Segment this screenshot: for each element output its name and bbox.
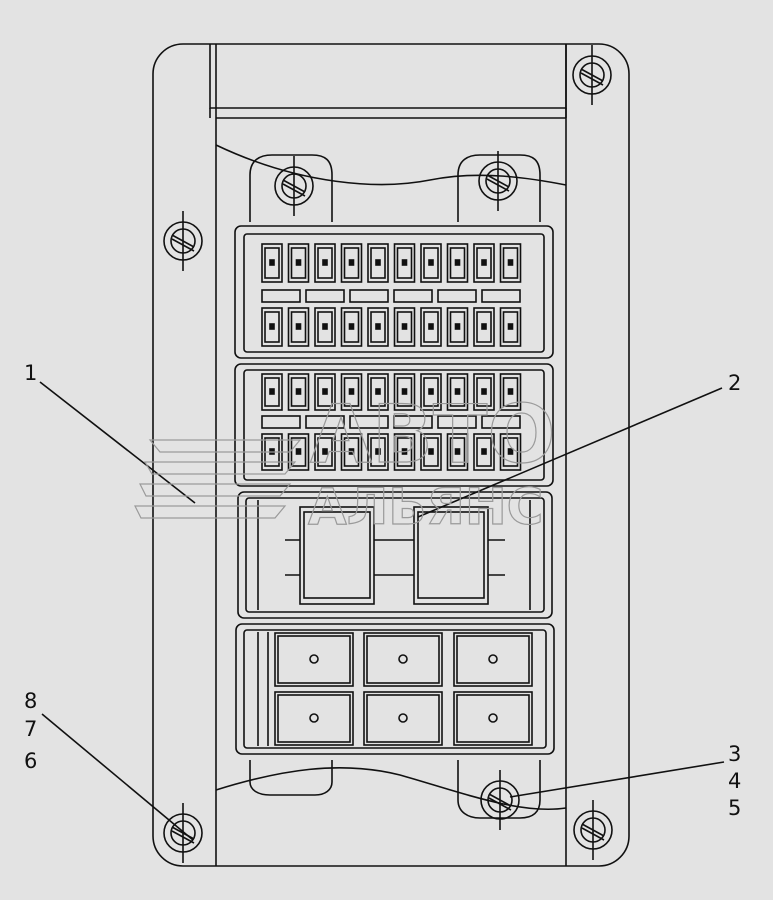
housing-outline	[152, 43, 630, 867]
fuse-c-9	[499, 373, 522, 411]
callout-5: 5	[728, 796, 741, 820]
small-relay-1-1	[363, 691, 443, 746]
large-relay-section	[237, 491, 553, 619]
fuse-d-4	[367, 433, 389, 471]
small-relay-0-0	[274, 632, 354, 687]
large-relay-right	[413, 506, 489, 605]
fuse-a-1	[287, 243, 310, 283]
fuse-c-4	[367, 373, 389, 411]
fuse-a-8	[473, 243, 495, 283]
fuse-holder-a-2	[349, 289, 389, 303]
screw-6	[573, 800, 613, 860]
fuse-holder-a-5	[481, 289, 521, 303]
callout-7: 7	[24, 717, 37, 741]
fuse-d-8	[473, 433, 495, 471]
large-relay-left	[299, 506, 375, 605]
upper-boss-left	[249, 154, 333, 222]
callout-4: 4	[728, 769, 741, 793]
small-relay-0-1	[363, 632, 443, 687]
fuse-b-4	[367, 307, 389, 347]
fuse-holder-c-4	[437, 415, 477, 429]
fuse-b-6	[420, 307, 442, 347]
lower-boss-left	[249, 760, 333, 796]
fuse-a-2	[314, 243, 336, 283]
watermark-logo	[134, 439, 302, 519]
screw-4	[163, 803, 203, 863]
screw-2	[478, 151, 518, 211]
callout-6: 6	[24, 749, 37, 773]
fuse-holder-c-3	[393, 415, 433, 429]
fuse-a-6	[420, 243, 442, 283]
fuse-c-2	[314, 373, 336, 411]
fuse-c-7	[446, 373, 469, 411]
leader-1	[39, 381, 196, 504]
fuse-a-5	[393, 243, 416, 283]
break-line-top	[215, 144, 567, 186]
fuse-b-3	[340, 307, 363, 347]
fuse-rows-1	[261, 243, 522, 347]
fuse-a-9	[499, 243, 522, 283]
upper-boss-right	[457, 154, 541, 222]
fuse-c-1	[287, 373, 310, 411]
fuse-c-0	[261, 373, 283, 411]
lower-boss-right	[457, 760, 541, 819]
fuse-c-3	[340, 373, 363, 411]
fuse-holder-c-1	[305, 415, 345, 429]
small-relay-1-0	[274, 691, 354, 746]
fuse-c-5	[393, 373, 416, 411]
fuse-holder-a-1	[305, 289, 345, 303]
screw-3	[163, 211, 203, 271]
small-relays	[274, 632, 533, 746]
small-relay-section	[235, 623, 555, 755]
fuse-block-2	[234, 363, 554, 487]
small-relay-1-2	[453, 691, 533, 746]
fuse-b-0	[261, 307, 283, 347]
fuse-holder-c-0	[261, 415, 301, 429]
fuse-b-8	[473, 307, 495, 347]
fuse-d-6	[420, 433, 442, 471]
leader-3	[509, 761, 725, 798]
fuse-c-8	[473, 373, 495, 411]
watermark-line1: АВТО	[310, 388, 555, 481]
callout-3: 3	[728, 742, 741, 766]
screw-5	[480, 770, 520, 830]
callout-8: 8	[24, 689, 37, 713]
fuse-d-5	[393, 433, 416, 471]
fuse-holder-a-4	[437, 289, 477, 303]
screw-0	[572, 45, 612, 105]
small-relay-0-2	[453, 632, 533, 687]
fuse-holder-c-5	[481, 415, 521, 429]
fuse-b-7	[446, 307, 469, 347]
watermark: АВТО АЛЬЯНС	[134, 387, 556, 537]
leader-8	[41, 713, 194, 841]
leader-2	[417, 387, 723, 518]
fuse-a-4	[367, 243, 389, 283]
fuse-c-6	[420, 373, 442, 411]
callout-1: 1	[24, 361, 37, 385]
mounting-screws	[163, 45, 613, 863]
fuse-holder-a-0	[261, 289, 301, 303]
fuse-a-0	[261, 243, 283, 283]
screw-1	[274, 156, 314, 216]
fuse-b-1	[287, 307, 310, 347]
break-line-bottom	[215, 767, 567, 811]
callout-2: 2	[728, 371, 741, 395]
fuse-block-1	[234, 225, 554, 359]
fuse-d-9	[499, 433, 522, 471]
callouts: 1 2 3 4 5 8 7 6	[24, 361, 741, 820]
fuse-b-5	[393, 307, 416, 347]
fuse-a-7	[446, 243, 469, 283]
watermark-line2: АЛЬЯНС	[308, 478, 543, 536]
fuse-d-2	[314, 433, 336, 471]
fuse-a-3	[340, 243, 363, 283]
fuse-b-9	[499, 307, 522, 347]
fuse-holder-c-2	[349, 415, 389, 429]
fuse-holder-a-3	[393, 289, 433, 303]
fuse-b-2	[314, 307, 336, 347]
fuse-d-7	[446, 433, 469, 471]
top-cover	[209, 44, 567, 109]
fuse-d-3	[340, 433, 363, 471]
